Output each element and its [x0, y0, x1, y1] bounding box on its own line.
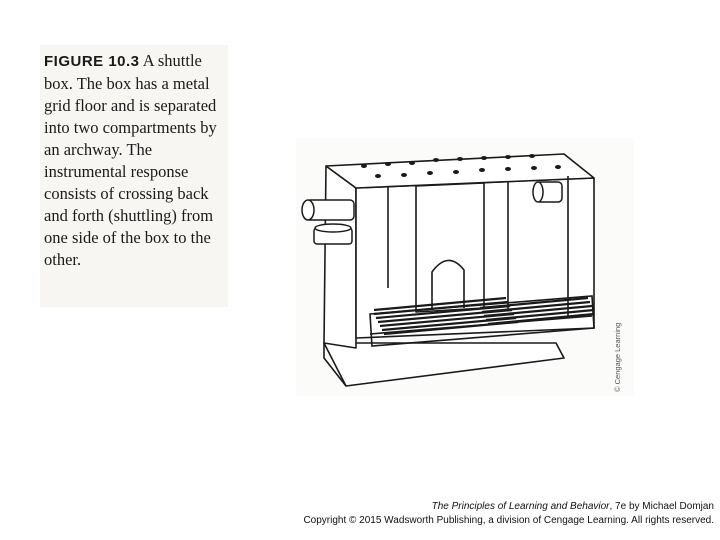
page-footer: The Principles of Learning and Behavior,…	[303, 500, 714, 528]
figure-caption-text: A shuttle box. The box has a metal grid …	[44, 51, 217, 269]
figure-label: FIGURE 10.3	[44, 53, 140, 70]
lid-holes	[361, 154, 561, 178]
left-lamp	[301, 199, 355, 245]
copyright-notice: Copyright © 2015 Wadsworth Publishing, a…	[303, 515, 714, 526]
right-lamp	[532, 181, 563, 203]
book-title: The Principles of Learning and Behavior	[431, 501, 610, 512]
figure-caption: FIGURE 10.3 A shuttle box. The box has a…	[44, 50, 226, 271]
shuttle-box-illustration	[301, 153, 595, 387]
caption-panel	[40, 45, 228, 307]
book-citation: The Principles of Learning and Behavior,…	[303, 500, 714, 514]
book-edition-author: , 7e by Michael Domjan	[609, 501, 715, 512]
image-credit: © Cengage Learning	[613, 323, 693, 392]
